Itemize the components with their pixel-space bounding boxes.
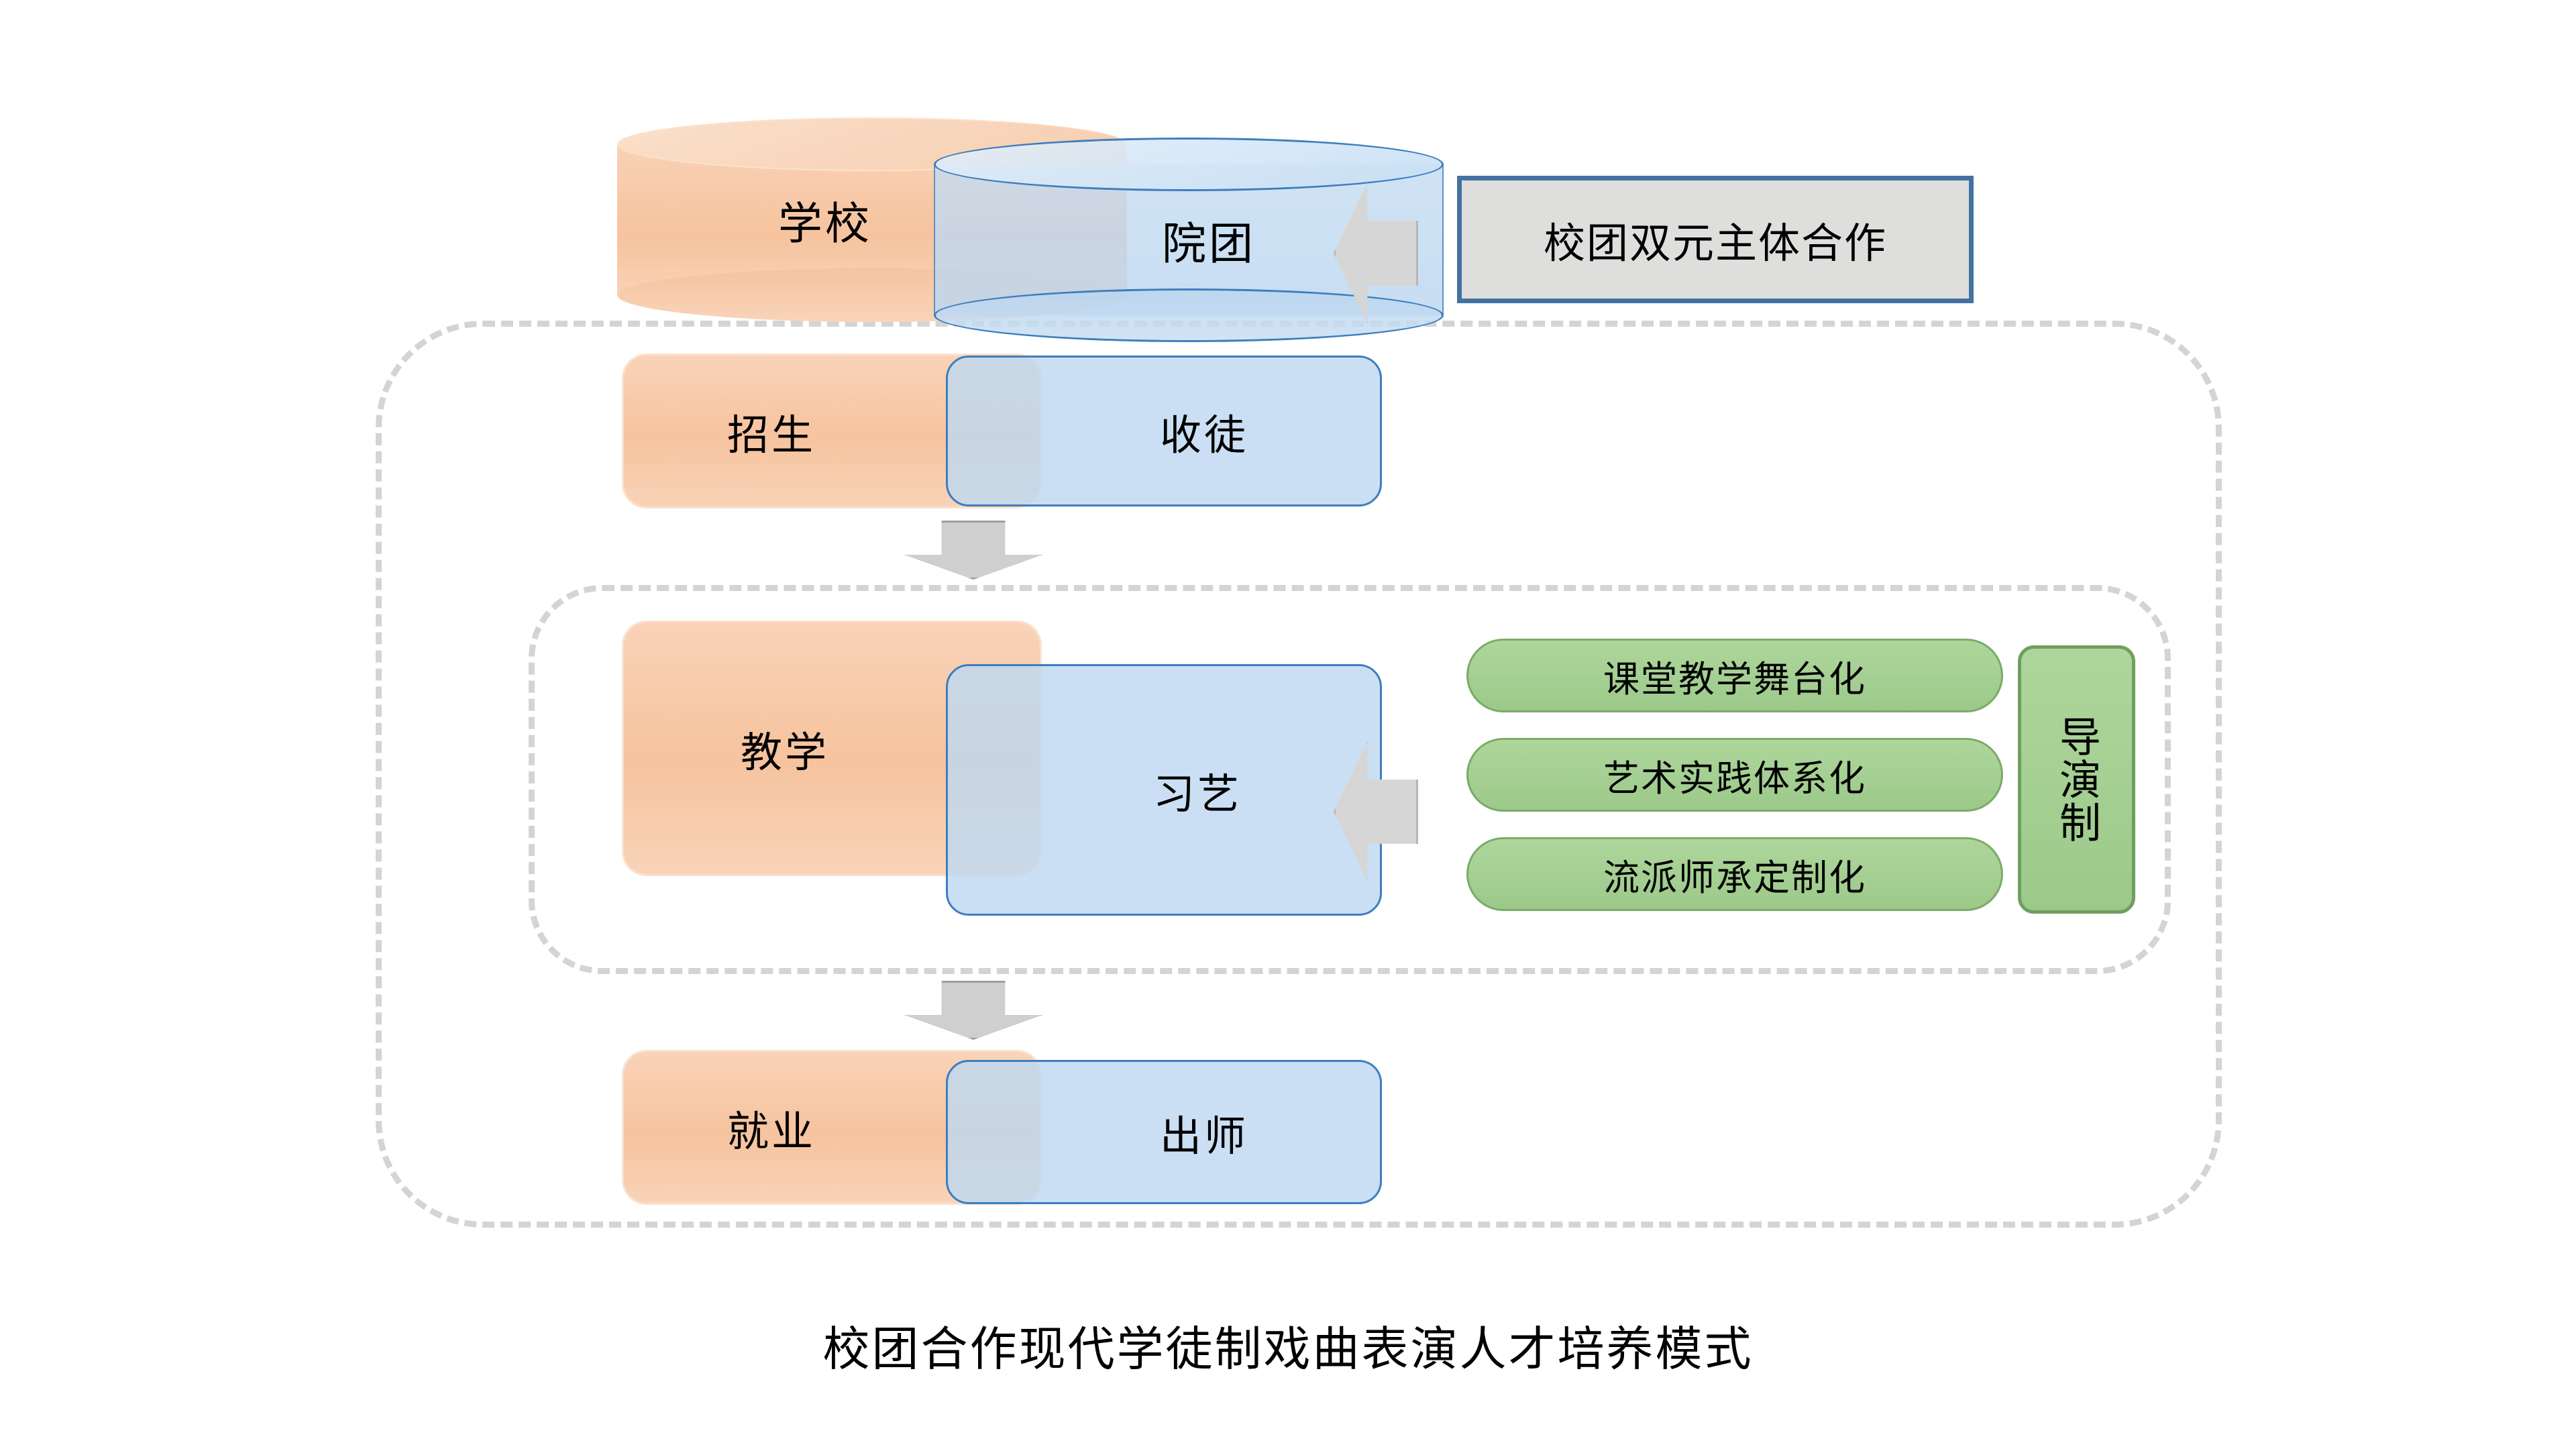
box-employment-school-label: 就业 (727, 1106, 816, 1156)
box-employment-troupe-label: 出师 (1159, 1111, 1248, 1161)
cylinder-school-label: 学校 (778, 197, 872, 250)
pill-art-practice-system[interactable]: 艺术实践体系化 (1466, 738, 2003, 812)
pill-classroom-stage-label: 课堂教学舞台化 (1603, 657, 1866, 700)
pill-school-lineage-custom-label: 流派师承定制化 (1603, 856, 1866, 899)
pill-art-practice-system-label: 艺术实践体系化 (1603, 757, 1866, 800)
box-training-troupe-label: 习艺 (1152, 769, 1242, 818)
box-employment-troupe[interactable]: 出师 (946, 1060, 1382, 1204)
diagram-caption: 校团合作现代学徒制戏曲表演人才培养模式 (822, 1322, 1754, 1377)
inner-dashed-frame (529, 585, 2171, 974)
pill-classroom-stage[interactable]: 课堂教学舞台化 (1466, 639, 2003, 712)
cylinder-troupe-label: 院团 (1162, 217, 1256, 270)
box-training-school-label: 教学 (740, 727, 829, 777)
box-director-system[interactable]: 导演制 (2018, 645, 2135, 914)
box-recruit-troupe-label: 收徒 (1159, 410, 1248, 460)
box-director-system-label: 导演制 (2052, 715, 2102, 844)
pill-school-lineage-custom[interactable]: 流派师承定制化 (1466, 837, 2003, 911)
box-recruit-school-label: 招生 (727, 410, 816, 460)
cylinder-troupe-top (934, 138, 1444, 191)
callout-coop[interactable]: 校团双元主体合作 (1457, 176, 1974, 303)
box-recruit-troupe[interactable]: 收徒 (946, 356, 1382, 506)
box-training-troupe[interactable]: 习艺 (946, 664, 1382, 916)
cylinder-troupe[interactable] (934, 138, 1444, 342)
callout-coop-label: 校团双元主体合作 (1543, 219, 1887, 268)
